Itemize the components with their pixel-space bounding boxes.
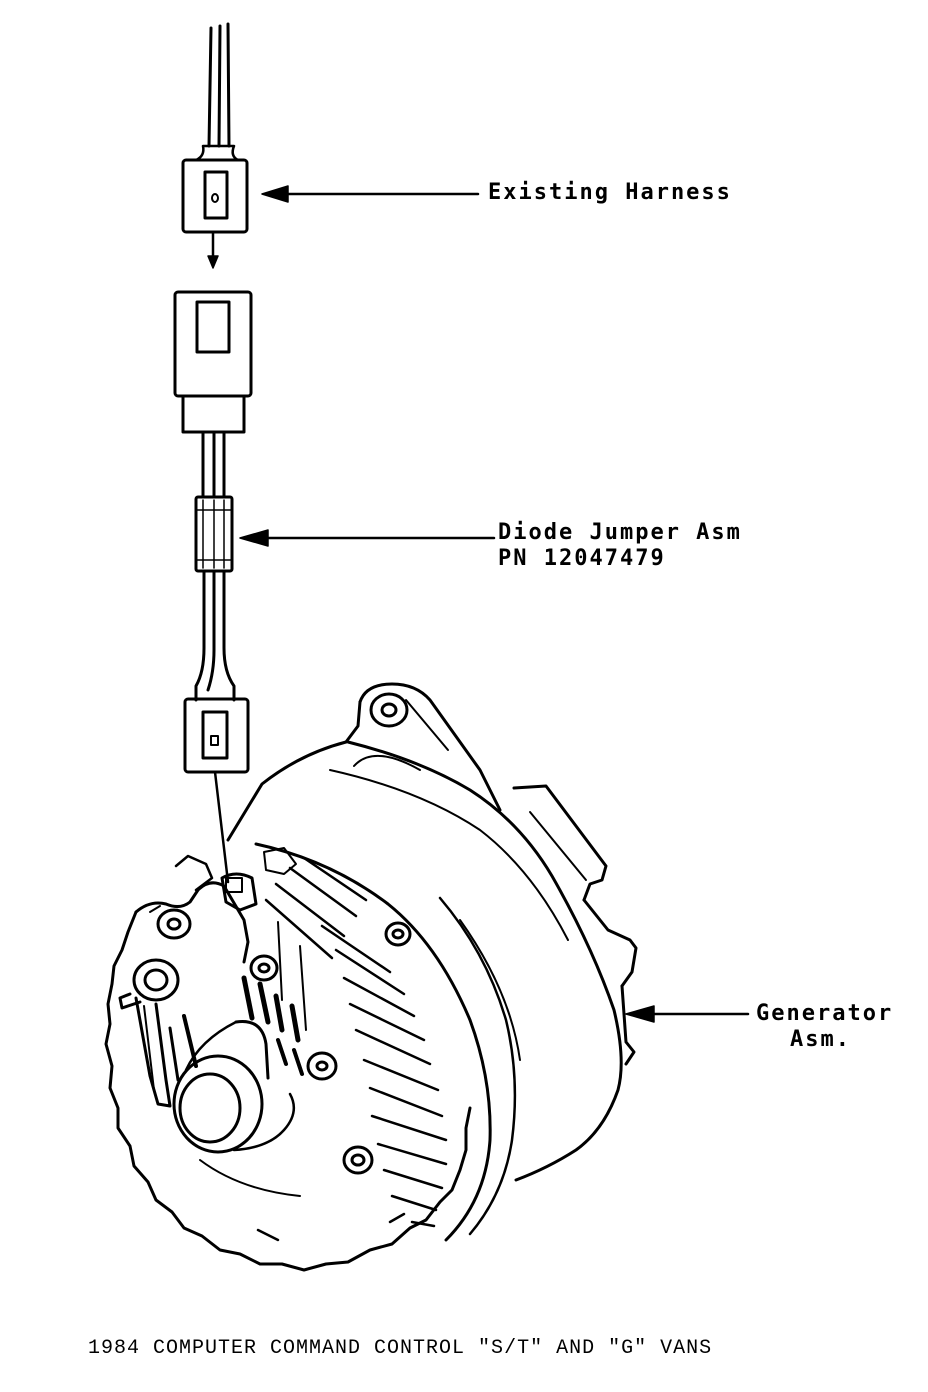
- diode-jumper-label-line2: PN 12047479: [498, 546, 666, 571]
- generator-label-line1: Generator: [756, 1001, 894, 1026]
- diode-jumper-label-line1: Diode Jumper Asm: [498, 520, 742, 545]
- generator-assembly: [106, 684, 636, 1270]
- existing-harness-label: Existing Harness: [488, 180, 732, 205]
- generator-leader: [626, 1006, 748, 1022]
- generator-label-line2: Asm.: [790, 1027, 851, 1052]
- figure-caption: 1984 COMPUTER COMMAND CONTROL "S/T" AND …: [88, 1337, 713, 1360]
- diode-jumper-upper-connector: [175, 292, 251, 496]
- diode-jumper-lower-connector: [185, 699, 248, 882]
- jumper-wires-lower: [196, 571, 234, 700]
- diode-jumper-leader: [240, 530, 494, 546]
- existing-harness-connector: [183, 24, 247, 268]
- diode-sleeve: [196, 497, 232, 571]
- existing-harness-leader: [262, 186, 478, 202]
